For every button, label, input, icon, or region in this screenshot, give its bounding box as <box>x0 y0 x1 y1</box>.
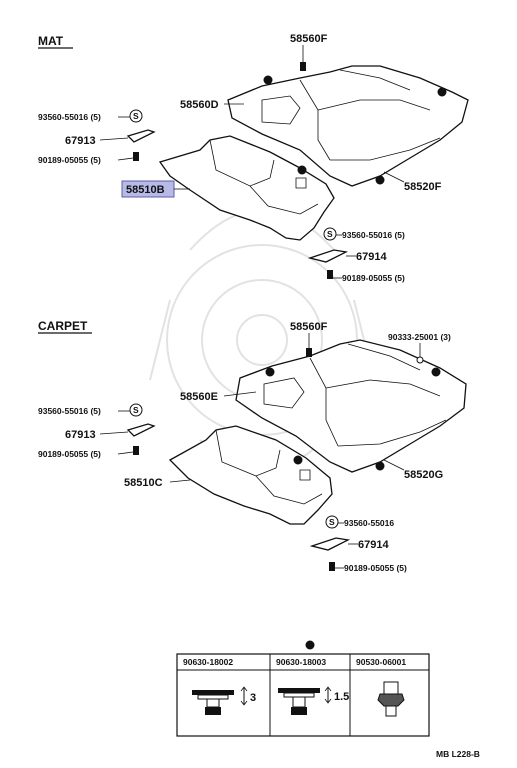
label-93560-carpet: 93560-55016 (5) <box>38 406 101 416</box>
mat-clip-left: S <box>126 109 156 161</box>
label-93560b-mat: 93560-55016 (5) <box>342 230 405 240</box>
label-58560f-carpet: 58560F <box>290 321 328 333</box>
label-58520f: 58520F <box>404 181 442 193</box>
table-dot-marker <box>305 640 315 650</box>
table-col-90630-18002: 90630-18002 <box>183 657 233 667</box>
label-90189b-mat: 90189-05055 (5) <box>342 273 405 283</box>
table-dim-3: 3 <box>250 692 256 704</box>
s-badge-carpet-left: S <box>133 405 139 415</box>
section-title-mat: MAT <box>38 34 64 48</box>
label-58510c: 58510C <box>124 477 163 489</box>
carpet-clip-left: S <box>126 403 156 455</box>
label-58560d: 58560D <box>180 99 219 111</box>
label-58510b: 58510B <box>126 184 165 196</box>
s-badge-carpet-right: S <box>329 517 335 527</box>
label-67913-carpet: 67913 <box>65 429 96 441</box>
carpet-clip-right: S <box>309 515 351 571</box>
fastener-clip-icon-1 <box>192 686 248 715</box>
table-col-90530-06001: 90530-06001 <box>356 657 406 667</box>
footer-code: MB L228-B <box>436 749 480 759</box>
front-carpet <box>168 425 333 525</box>
rear-carpet <box>235 339 467 473</box>
label-67914-carpet: 67914 <box>358 539 389 551</box>
s-badge-mat-left: S <box>133 111 139 121</box>
label-90189-carpet: 90189-05055 (5) <box>38 449 101 459</box>
label-93560b-carpet: 93560-55016 <box>344 518 394 528</box>
label-93560-mat: 93560-55016 (5) <box>38 112 101 122</box>
table-col-90630-18003: 90630-18003 <box>276 657 326 667</box>
s-badge-mat-right: S <box>327 229 333 239</box>
label-90333: 90333-25001 (3) <box>388 332 451 342</box>
label-58520g: 58520G <box>404 469 443 481</box>
fastener-clip-icon-2 <box>278 686 332 715</box>
label-67913-mat: 67913 <box>65 135 96 147</box>
label-90189b-carpet: 90189-05055 (5) <box>344 563 407 573</box>
section-title-carpet: CARPET <box>38 319 88 333</box>
fastener-screw-icon <box>377 681 405 717</box>
table-dim-1-5: 1.5 <box>334 691 349 703</box>
fastener-table: 90630-18002 90630-18003 90530-06001 3 1.… <box>176 653 430 737</box>
front-floor-mat <box>158 135 335 241</box>
mat-clip-right: S <box>307 227 349 279</box>
label-58560e: 58560E <box>180 391 218 403</box>
rear-floor-mat <box>227 65 469 187</box>
label-90189-mat: 90189-05055 (5) <box>38 155 101 165</box>
label-58560f-mat: 58560F <box>290 33 328 45</box>
label-67914-mat: 67914 <box>356 251 387 263</box>
